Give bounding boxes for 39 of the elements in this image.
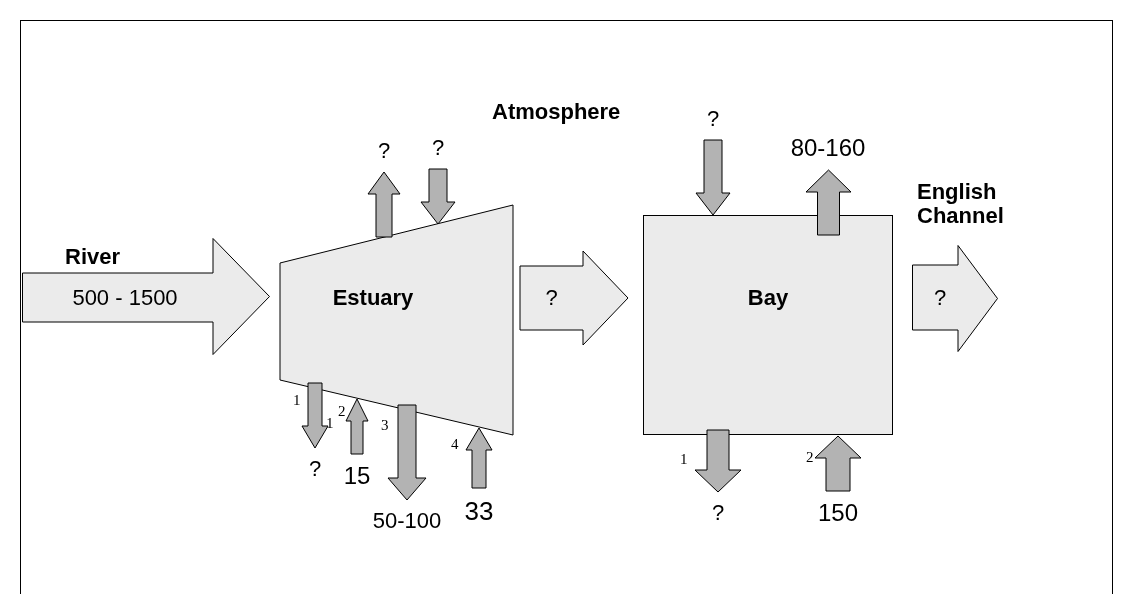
block-arrow — [805, 169, 851, 236]
block-arrow — [420, 168, 456, 225]
flow-value: ? — [431, 136, 445, 159]
trapezoid-box — [280, 205, 513, 435]
flow-value: 15 — [343, 464, 371, 489]
block-arrow — [387, 404, 427, 501]
block-arrow — [367, 171, 401, 238]
flow-value: ? — [706, 108, 720, 130]
heading-label: English Channel — [917, 180, 1005, 229]
flow-value: 33 — [464, 497, 494, 524]
callout-number: 2 — [338, 404, 346, 419]
callout-number: 4 — [451, 437, 459, 452]
block-arrow — [345, 398, 369, 455]
block-arrow — [694, 429, 742, 493]
callout-number: 1 — [293, 393, 301, 408]
callout-number: 1 — [680, 452, 688, 467]
block-arrow — [22, 238, 270, 355]
flow-value: ? — [545, 287, 558, 309]
block-arrow — [814, 435, 862, 492]
layer-label: Atmosphere — [492, 101, 621, 123]
flow-value: 80-160 — [790, 136, 866, 160]
value-label: 500 - 1500 — [72, 287, 178, 309]
heading-label: River — [65, 246, 121, 268]
flow-value: 150 — [818, 501, 858, 525]
block-arrow — [695, 139, 731, 216]
callout-number: 2 — [806, 450, 814, 465]
node-label: Bay — [747, 287, 789, 309]
block-arrow — [301, 382, 329, 449]
flow-value: ? — [377, 140, 391, 163]
flow-value: ? — [308, 458, 322, 481]
node-label: Estuary — [332, 287, 414, 309]
value-label: ? — [933, 287, 947, 309]
callout-number: 1 — [326, 416, 334, 431]
flow-value: 50-100 — [372, 509, 442, 532]
callout-number: 3 — [381, 418, 389, 433]
block-arrow — [465, 427, 493, 489]
flow-value: ? — [711, 502, 725, 524]
process-box — [643, 215, 893, 435]
block-arrow — [519, 250, 629, 346]
